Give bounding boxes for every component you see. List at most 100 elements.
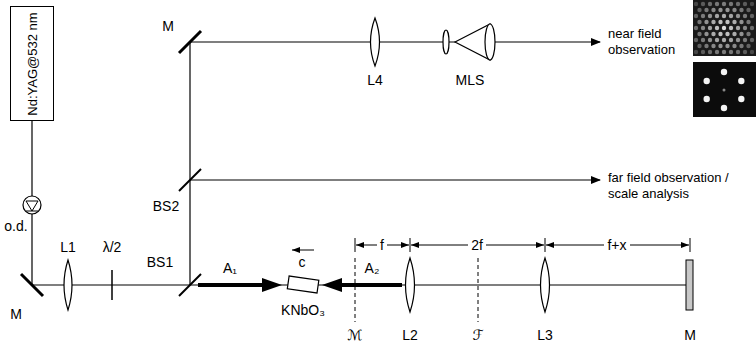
dimension (355, 238, 690, 252)
spot (718, 8, 722, 12)
spot (718, 32, 722, 36)
spot (746, 44, 750, 48)
spot (743, 2, 747, 6)
component-label: M (162, 18, 174, 35)
spot (711, 32, 715, 36)
spot (746, 8, 750, 12)
crystal (287, 276, 319, 293)
spot (708, 2, 712, 6)
spot (739, 8, 743, 12)
spot (750, 2, 754, 6)
laser-label: Nd:YAG@532 nm (25, 12, 40, 115)
spot (715, 26, 719, 30)
spot (697, 8, 701, 12)
component-label: L3 (537, 327, 553, 344)
spot (746, 32, 750, 36)
spot (715, 38, 719, 42)
component-label: o.d. (4, 218, 27, 235)
spot (732, 8, 736, 12)
spot (701, 38, 705, 42)
spot (729, 2, 733, 6)
dimension-label: f (377, 237, 387, 254)
output-label: far field observation / scale analysis (608, 170, 750, 201)
axis-label: c (299, 254, 306, 271)
spot (736, 14, 740, 18)
spot (739, 44, 743, 48)
beam-label: A₂ (365, 260, 380, 277)
spot (746, 20, 750, 24)
spot (729, 38, 733, 42)
spot (715, 50, 719, 54)
laser-box: Nd:YAG@532 nm (10, 6, 54, 121)
spot (732, 32, 736, 36)
spot (750, 50, 754, 54)
spot (697, 20, 701, 24)
spot (703, 96, 709, 102)
spot (694, 14, 698, 18)
planes (355, 258, 478, 322)
spot (722, 2, 726, 6)
spot (729, 14, 733, 18)
spot (715, 2, 719, 6)
spot (711, 8, 715, 12)
spot (711, 20, 715, 24)
lenses (64, 18, 550, 312)
spot (711, 44, 715, 48)
plane-label: ℱ (472, 327, 483, 344)
spot (723, 89, 726, 92)
beam (32, 42, 686, 285)
spot (750, 14, 754, 18)
spot (715, 14, 719, 18)
spot (721, 69, 727, 75)
spot (729, 50, 733, 54)
spot (732, 20, 736, 24)
spot (708, 50, 712, 54)
spot (701, 26, 705, 30)
photodiode (23, 196, 41, 214)
component-label: L2 (402, 327, 418, 344)
component-label: L1 (60, 239, 76, 256)
component-label: KNbO₃ (281, 302, 325, 319)
spot (743, 50, 747, 54)
spot (738, 96, 744, 102)
spot (703, 78, 709, 84)
spot (701, 2, 705, 6)
spot (694, 38, 698, 42)
end-mirror (686, 260, 693, 310)
spot (694, 50, 698, 54)
spot (694, 26, 698, 30)
spot (736, 2, 740, 6)
output-label: near field observation (608, 26, 690, 57)
pump-arrows (198, 278, 402, 292)
spot (743, 38, 747, 42)
spot (736, 38, 740, 42)
spot (743, 14, 747, 18)
far-field-image (693, 62, 756, 117)
spot (722, 38, 726, 42)
mls (443, 24, 495, 60)
spot (704, 20, 708, 24)
spot (697, 32, 701, 36)
component-label: M (684, 327, 696, 344)
c-axis-arrow (292, 250, 314, 251)
component-label: BS1 (147, 254, 173, 271)
spot (704, 32, 708, 36)
spot (736, 26, 740, 30)
spot (708, 38, 712, 42)
near-field-image (693, 0, 756, 56)
spot (736, 50, 740, 54)
spot (738, 78, 744, 84)
component-label: BS2 (153, 198, 179, 215)
spot (708, 26, 712, 30)
spot (701, 14, 705, 18)
beam-label: A₁ (223, 260, 237, 277)
spot (750, 26, 754, 30)
spot (708, 14, 712, 18)
spot (743, 26, 747, 30)
dimension-label: f+x (604, 237, 629, 254)
spot (725, 44, 729, 48)
spot (718, 20, 722, 24)
spot (694, 2, 698, 6)
plane-label: ℳ (348, 327, 363, 344)
